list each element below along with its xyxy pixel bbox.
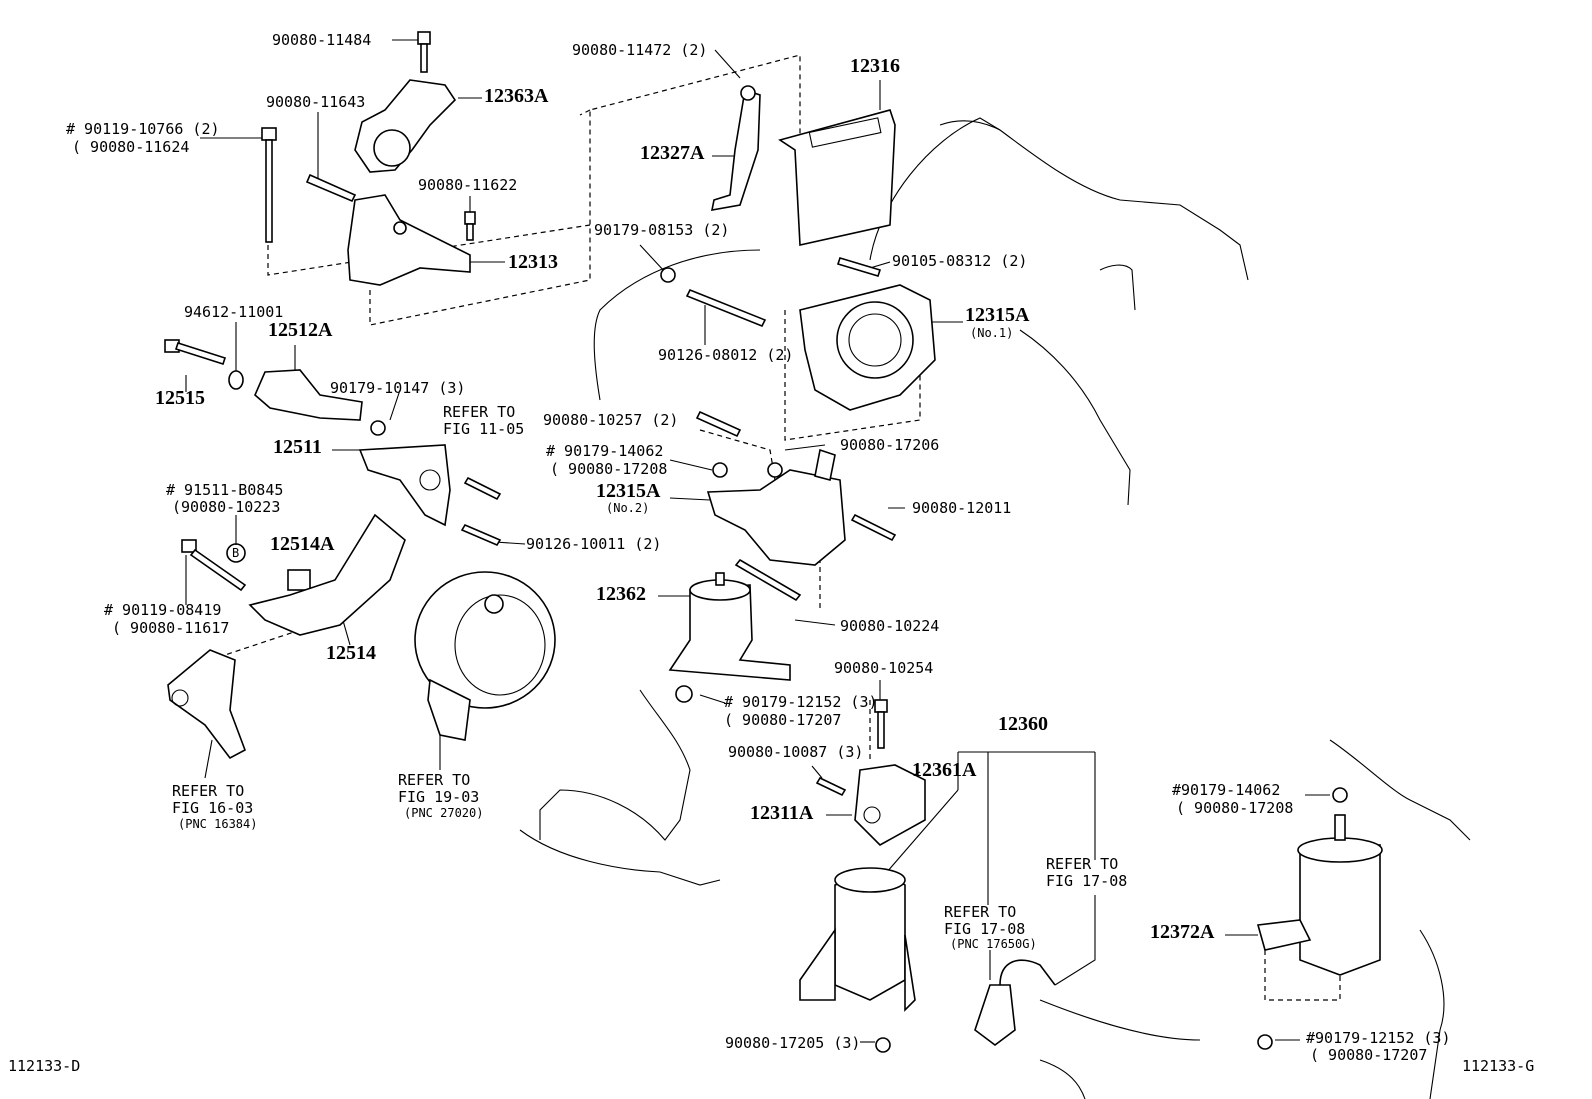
label-90080-17208-a: ( 90080-17208 [550, 460, 668, 478]
label-90179-12152-a: # 90179-12152 (3) [724, 693, 878, 711]
label-12363A: 12363A [484, 85, 549, 107]
label-90080-11624: ( 90080-11624 [72, 138, 190, 156]
label-90080-10087: 90080-10087 (3) [728, 743, 864, 761]
label-12315A-no2: 12315A [596, 480, 661, 502]
figure-code-left: 112133-D [8, 1057, 81, 1075]
label-refer-19-03-a: REFER TO [398, 771, 471, 789]
bracket-fig-16-03 [167, 649, 246, 760]
label-pnc-16384: (PNC 16384) [178, 817, 258, 831]
label-90080-11484: 90080-11484 [272, 31, 372, 49]
label-90080-10223: (90080-10223 [172, 498, 281, 516]
label-12313: 12313 [508, 251, 558, 273]
label-90179-08153: 90179-08153 (2) [594, 221, 730, 239]
label-90080-10254: 90080-10254 [834, 659, 934, 677]
label-90179-10147: 90179-10147 (3) [330, 379, 466, 397]
label-90119-08419: # 90119-08419 [104, 601, 222, 619]
label-90080-11472: 90080-11472 (2) [572, 41, 708, 59]
bracket-12311A [854, 764, 926, 846]
bracket-12313 [347, 194, 471, 286]
label-12514: 12514 [326, 642, 376, 664]
label-refer-16-03-a: REFER TO [172, 782, 245, 800]
label-90179-12152-b: #90179-12152 (3) [1306, 1029, 1451, 1047]
bolt-90080-11484-head [417, 31, 431, 45]
label-90105-08312: 90105-08312 (2) [892, 252, 1028, 270]
label-pnc-27020: (PNC 27020) [404, 806, 484, 820]
mount-12363A-bushing [373, 129, 411, 167]
label-refer-16-03-b: FIG 16-03 [172, 799, 254, 817]
label-refer-17-08-d: FIG 17-08 [944, 920, 1026, 938]
label-90080-11622: 90080-11622 [418, 176, 518, 194]
sensor-17650G [974, 984, 1016, 1046]
label-12360: 12360 [998, 713, 1048, 735]
label-refer-17-08-c: REFER TO [944, 903, 1017, 921]
bracket-12511 [358, 444, 451, 527]
label-no1: (No.1) [970, 326, 1014, 340]
label-12514A: 12514A [270, 533, 335, 555]
label-12372A: 12372A [1150, 921, 1215, 943]
bracket-12315A-no2 [706, 469, 846, 566]
label-12362: 12362 [596, 583, 646, 605]
part-shapes [164, 31, 1383, 1053]
label-90080-17208-b: ( 90080-17208 [1176, 799, 1294, 817]
label-90080-17207-a: ( 90080-17207 [724, 711, 842, 729]
label-90179-14062-b: #90179-14062 [1172, 781, 1281, 799]
label-refer-11-05-a: REFER TO [443, 403, 516, 421]
label-refer-11-05-b: FIG 11-05 [443, 420, 525, 438]
label-12515: 12515 [155, 387, 205, 409]
label-90080-11617: ( 90080-11617 [112, 619, 230, 637]
label-90126-08012: 90126-08012 (2) [658, 346, 794, 364]
bolt-90080-11484-shank [420, 43, 428, 73]
leader-lines [185, 39, 1330, 1043]
engine-outline [519, 117, 1471, 1099]
label-12327A: 12327A [640, 142, 705, 164]
label-refer-17-08-b: FIG 17-08 [1046, 872, 1128, 890]
label-90080-10224: 90080-10224 [840, 617, 940, 635]
label-refer-17-08-a: REFER TO [1046, 855, 1119, 873]
label-90179-14062-a: # 90179-14062 [546, 442, 664, 460]
label-12361A: 12361A [912, 759, 977, 781]
label-no2: (No.2) [606, 501, 650, 515]
label-90080-10257: 90080-10257 (2) [543, 411, 679, 429]
label-90126-10011: 90126-10011 (2) [526, 535, 662, 553]
label-90080-17205: 90080-17205 (3) [725, 1034, 861, 1052]
mount-12372A [1299, 844, 1381, 976]
label-90080-17206: 90080-17206 [840, 436, 940, 454]
label-refer-19-03-b: FIG 19-03 [398, 788, 480, 806]
label-B: B [232, 546, 240, 560]
label-12315A-no1: 12315A [965, 304, 1030, 326]
long-bolt-head [261, 127, 277, 141]
bracket-12327A [710, 88, 761, 211]
label-12512A: 12512A [268, 319, 333, 341]
label-91511-B0845: # 91511-B0845 [166, 481, 284, 499]
label-90119-10766: # 90119-10766 (2) [66, 120, 220, 138]
label-94612-11001: 94612-11001 [184, 303, 284, 321]
label-12311A: 12311A [750, 802, 814, 824]
label-12511: 12511 [273, 436, 322, 458]
label-90080-12011: 90080-12011 [912, 499, 1012, 517]
label-12316: 12316 [850, 55, 900, 77]
label-pnc-17650g: (PNC 17650G) [950, 937, 1037, 951]
mount-12362 [668, 584, 791, 681]
alternator [414, 571, 556, 709]
bracket-12514 [248, 513, 406, 636]
label-90080-17207-b: ( 90080-17207 [1310, 1046, 1428, 1064]
label-90080-11643: 90080-11643 [266, 93, 366, 111]
figure-code-right: 112133-G [1462, 1057, 1535, 1075]
plate-12316 [778, 109, 896, 246]
bracket-12512A [254, 369, 363, 421]
